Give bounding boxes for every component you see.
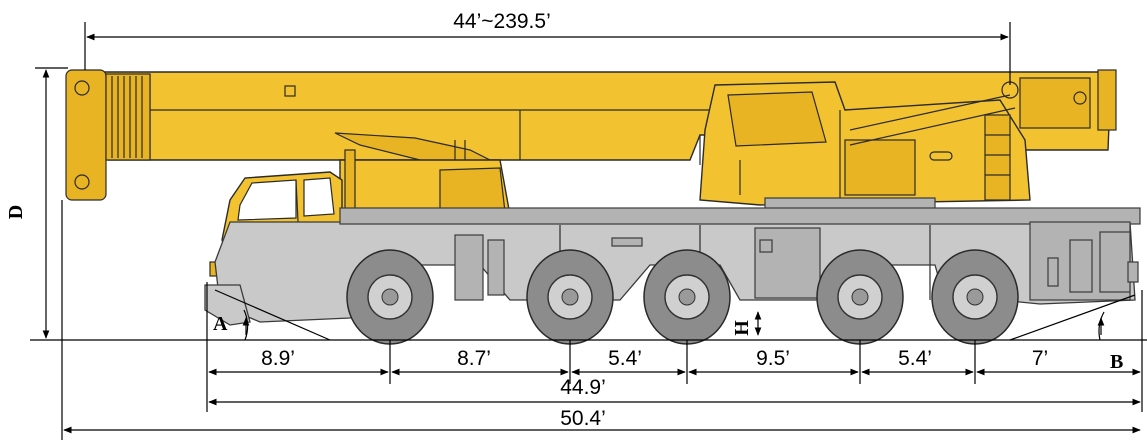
crane-illustration — [65, 69, 1141, 345]
carrier-length-label: 44.9’ — [560, 376, 606, 399]
approach-angle-label: A — [213, 313, 228, 335]
axle-spacing-4-label: 9.5’ — [756, 347, 790, 370]
dimension-annotations: 44’~239.5’ D A B H 8.9’ 8.7’ — [5, 10, 1147, 440]
axle-5-wheel — [931, 249, 1019, 345]
axle-spacing-5-label: 5.4’ — [898, 347, 932, 370]
axle-1-wheel — [346, 249, 434, 345]
axle-3-wheel — [643, 249, 731, 345]
axle-spacing-2-label: 8.7’ — [457, 347, 491, 370]
height-label: D — [5, 205, 27, 219]
axle-spacing-1-label: 8.9’ — [261, 347, 295, 370]
boom-length-label: 44’~239.5’ — [453, 10, 551, 33]
axle-4-wheel — [816, 249, 904, 345]
axle-spacing-6-label: 7’ — [1032, 347, 1048, 370]
chassis — [204, 207, 1141, 326]
axle-spacing-3-label: 5.4’ — [608, 347, 642, 370]
superstructure — [699, 81, 1031, 211]
axle-2-wheel — [526, 249, 614, 345]
carrier-deck — [339, 149, 511, 216]
ground-clearance-label: H — [731, 320, 753, 336]
departure-angle-label: B — [1110, 351, 1123, 373]
overall-length-label: 50.4’ — [560, 407, 606, 430]
